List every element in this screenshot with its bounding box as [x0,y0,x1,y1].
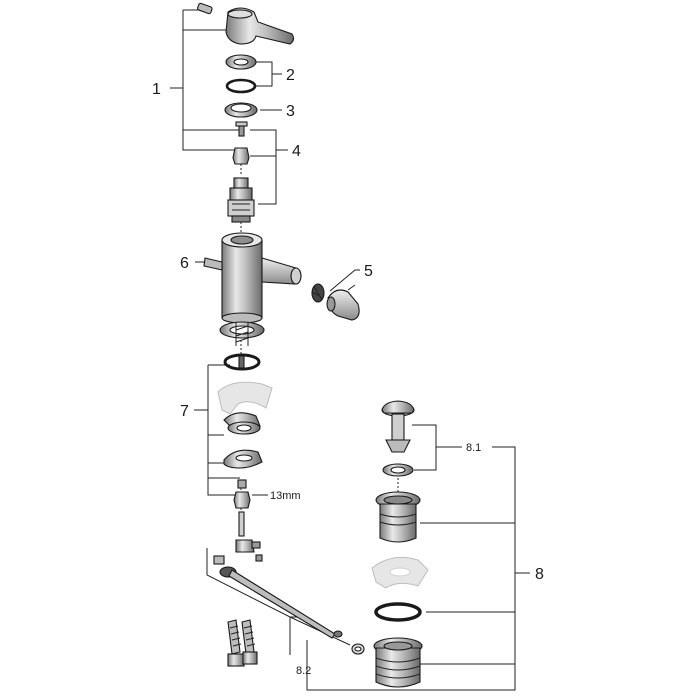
fixing-plate [223,449,263,469]
label-8-2: 8.2 [296,665,311,677]
label-8-1: 8.1 [466,442,481,454]
adjusting-ring [224,102,258,118]
waste-o-ring [374,602,422,622]
label-1: 1 [152,81,161,98]
label-2: 2 [286,67,295,84]
grub-screw-icon [197,2,213,15]
label-7: 7 [180,403,189,420]
washer-ring [223,353,261,371]
waste-body [373,637,423,688]
pull-rod [219,566,343,639]
label-13mm: 13mm [270,490,301,502]
threaded-insert [237,479,247,489]
flexible-hoses [227,619,258,667]
plug-seal-ring [382,463,414,477]
label-6: 6 [180,255,189,272]
leader-lines [170,9,530,691]
cartridge [227,177,255,223]
ghost-support-plate [217,381,273,415]
label-3: 3 [286,103,295,120]
label-4: 4 [292,143,301,160]
stud-rod [238,511,245,537]
waste-flange [375,491,421,543]
label-8: 8 [535,566,544,583]
ghost-waste-gasket [371,556,429,589]
callout-labels: 1 2 3 4 5 6 7 8 8.1 8.2 13mm [152,67,544,677]
lever-handle [225,7,295,45]
small-screw-icon [235,121,248,137]
fixing-nut [233,491,251,509]
cover-ring [225,54,257,70]
hex-nut-icon [232,147,250,165]
swivel-nozzle [326,289,360,321]
o-ring [225,78,257,94]
label-5: 5 [364,263,373,280]
horseshoe-washer [223,412,261,435]
drain-plug [381,400,415,453]
rod-cap [351,643,365,655]
base-gasket [219,321,265,346]
aerator [311,283,325,303]
pop-up-lever-assembly [213,539,263,565]
mixer-body [203,232,302,324]
